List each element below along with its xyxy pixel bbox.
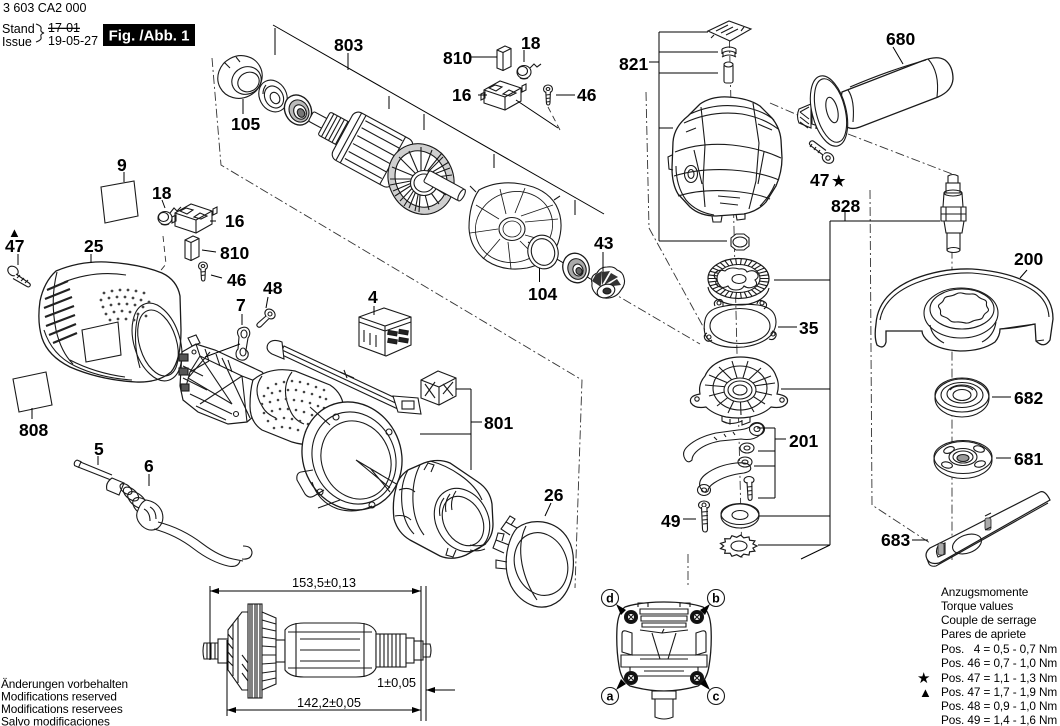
svg-text:Salvo modificaciones: Salvo modificaciones	[1, 715, 110, 726]
svg-text:153,5±0,13: 153,5±0,13	[292, 575, 356, 590]
svg-text:200: 200	[1014, 249, 1043, 269]
svg-text:680: 680	[886, 29, 915, 49]
svg-text:803: 803	[334, 35, 363, 55]
svg-text:46: 46	[227, 270, 247, 290]
svg-text:1±0,05: 1±0,05	[377, 675, 416, 690]
svg-text:35: 35	[799, 318, 819, 338]
svg-text:810: 810	[220, 243, 249, 263]
svg-text:683: 683	[881, 530, 910, 550]
svg-text:26: 26	[544, 485, 564, 505]
svg-text:b: b	[712, 592, 720, 606]
svg-text:4: 4	[368, 287, 378, 307]
svg-text:142,2±0,05: 142,2±0,05	[297, 695, 361, 710]
svg-text:Anzugsmomente: Anzugsmomente	[941, 585, 1029, 599]
svg-text:47: 47	[810, 170, 829, 190]
svg-text:Pos. 47 = 1,7 - 1,9 Nm: Pos. 47 = 1,7 - 1,9 Nm	[941, 685, 1057, 699]
svg-text:821: 821	[619, 54, 648, 74]
svg-text:828: 828	[831, 196, 860, 216]
svg-text:Couple de serrage: Couple de serrage	[941, 613, 1037, 627]
svg-text:19-05-27: 19-05-27	[48, 34, 98, 48]
svg-text:Pos. 48 = 0,9 - 1,0 Nm: Pos. 48 = 0,9 - 1,0 Nm	[941, 699, 1057, 713]
svg-text:47: 47	[5, 236, 24, 256]
svg-text:★: ★	[832, 173, 846, 190]
svg-text:17-01: 17-01	[48, 21, 80, 35]
svg-text:682: 682	[1014, 388, 1043, 408]
svg-text:5: 5	[94, 439, 104, 459]
svg-text:a: a	[607, 690, 615, 704]
svg-text:49: 49	[661, 511, 681, 531]
svg-text:Pares de apriete: Pares de apriete	[941, 627, 1027, 641]
svg-text:Modifications reservees: Modifications reservees	[1, 702, 123, 716]
svg-text:9: 9	[117, 155, 127, 175]
svg-text:Issue: Issue	[2, 35, 32, 49]
svg-text:16: 16	[225, 211, 245, 231]
svg-text:18: 18	[152, 183, 172, 203]
svg-text:201: 201	[789, 431, 818, 451]
svg-text:Pos. 4 = 0,5 - 0,7 Nm: Pos. 4 = 0,5 - 0,7 Nm	[941, 642, 1057, 656]
svg-text:Modifications reserved: Modifications reserved	[1, 690, 117, 704]
svg-text:Torque values: Torque values	[941, 599, 1013, 613]
svg-text:★: ★	[917, 670, 930, 687]
svg-text:810: 810	[443, 48, 472, 68]
svg-text:▲: ▲	[8, 225, 21, 240]
svg-text:48: 48	[263, 278, 283, 298]
svg-text:681: 681	[1014, 449, 1043, 469]
svg-text:d: d	[606, 592, 614, 606]
svg-text:16: 16	[452, 85, 472, 105]
svg-text:801: 801	[484, 413, 513, 433]
svg-text:25: 25	[84, 236, 104, 256]
svg-text:43: 43	[594, 233, 614, 253]
svg-text:▲: ▲	[919, 685, 932, 700]
svg-text:c: c	[713, 690, 720, 704]
svg-text:Pos. 49 = 1,4 - 1,6 Nm: Pos. 49 = 1,4 - 1,6 Nm	[941, 713, 1057, 726]
svg-text:3 603 CA2 000: 3 603 CA2 000	[3, 1, 86, 15]
svg-text:7: 7	[236, 295, 246, 315]
svg-text:808: 808	[19, 420, 48, 440]
svg-text:Fig. /Abb. 1: Fig. /Abb. 1	[109, 28, 190, 45]
svg-text:Stand: Stand	[2, 22, 35, 36]
svg-text:6: 6	[144, 456, 154, 476]
svg-text:105: 105	[231, 114, 260, 134]
svg-text:Pos. 47 = 1,1 - 1,3 Nm: Pos. 47 = 1,1 - 1,3 Nm	[941, 671, 1057, 685]
svg-text:18: 18	[521, 33, 541, 53]
svg-text:Änderungen vorbehalten: Änderungen vorbehalten	[1, 677, 128, 691]
svg-text:104: 104	[528, 284, 557, 304]
svg-text:Pos. 46 = 0,7 - 1,0 Nm: Pos. 46 = 0,7 - 1,0 Nm	[941, 656, 1057, 670]
svg-text:46: 46	[577, 85, 597, 105]
